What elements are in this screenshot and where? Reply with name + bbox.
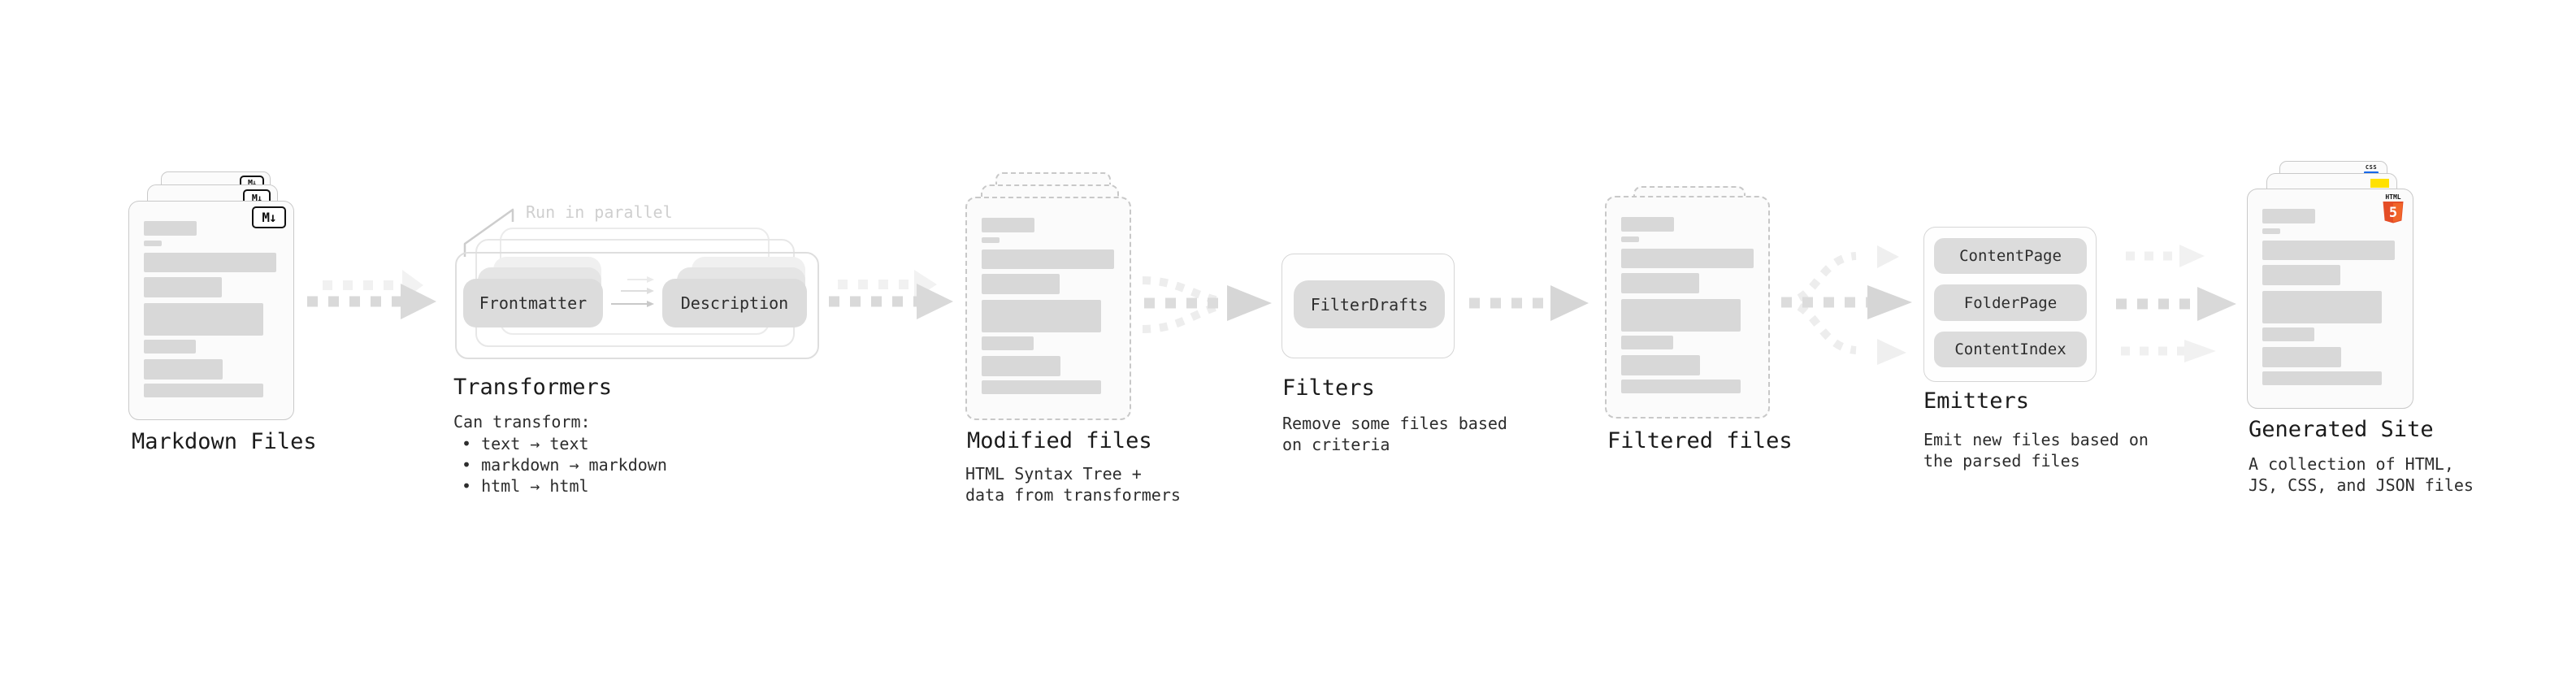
skeleton-text-bar: [144, 340, 196, 354]
skeleton-text-bar: [1621, 336, 1673, 349]
filters-card: FilterDrafts: [1281, 254, 1455, 358]
skeleton-text-bar: [144, 241, 162, 246]
filters-heading: Filters: [1282, 375, 1375, 401]
skeleton-text-bar: [144, 277, 222, 297]
modified-files-description: data from transformers: [965, 485, 1181, 505]
skeleton-text-bar: [2262, 371, 2382, 385]
skeleton-text-bar: [1621, 249, 1754, 268]
filters-description: Remove some files based: [1282, 414, 1507, 433]
skeleton-text-bar: [144, 221, 197, 236]
arrow-modified-to-filters: [1142, 276, 1272, 333]
generated-site-heading: Generated Site: [2249, 417, 2434, 442]
skeleton-text-bar: [982, 218, 1034, 232]
modified-file-card-front: [965, 197, 1131, 420]
skeleton-text-bar: [144, 253, 276, 272]
arrow-emitters-to-generated: [2116, 245, 2236, 362]
skeleton-text-bar: [2262, 265, 2340, 285]
emitters-heading: Emitters: [1923, 388, 2030, 414]
emitters-card: ContentPage FolderPage ContentIndex: [1923, 227, 2097, 382]
skeleton-text-bar: [982, 380, 1101, 394]
skeleton-text-bar: [982, 336, 1034, 350]
skeleton-text-bar: [1621, 299, 1741, 332]
run-in-parallel-annotation: Run in parallel: [526, 202, 673, 222]
skeleton-text-bar: [982, 237, 1000, 243]
emitters-description: Emit new files based on: [1923, 430, 2149, 449]
skeleton-text-bar: [144, 384, 263, 397]
markdown-file-card-front: M↓: [128, 201, 294, 420]
filtered-files-heading: Filtered files: [1607, 428, 1793, 453]
skeleton-text-bar: [982, 274, 1060, 294]
filters-description: on criteria: [1282, 435, 1390, 454]
skeleton-text-bar: [2262, 209, 2315, 223]
skeleton-text-bar: [1621, 273, 1699, 293]
markdown-icon: M↓: [252, 206, 286, 228]
skeleton-text-bar: [144, 359, 223, 380]
transform-bullet: • html → html: [462, 476, 589, 496]
generated-site-description: A collection of HTML,: [2249, 454, 2454, 474]
emitters-description: the parsed files: [1923, 451, 2080, 471]
annotation-callout-line: [463, 208, 514, 257]
transform-step-arrows: [611, 276, 654, 307]
skeleton-text-bar: [1621, 355, 1700, 375]
transform-bullet: • markdown → markdown: [462, 455, 667, 475]
css-file-icon: CSS: [2364, 165, 2379, 174]
js-file-icon: [2370, 179, 2389, 188]
modified-files-heading: Modified files: [967, 428, 1152, 453]
description-pill: Description: [662, 279, 807, 327]
skeleton-text-bar: [2262, 241, 2395, 260]
skeleton-text-bar: [982, 300, 1101, 332]
markdown-files-label: Markdown Files: [132, 429, 317, 454]
filtered-file-card-front: [1605, 196, 1770, 419]
transformers-subheading: Can transform:: [453, 412, 591, 432]
transform-bullet: • text → text: [462, 434, 589, 453]
skeleton-text-bar: [1621, 236, 1639, 242]
html5-logo-icon: HTML 5: [2383, 193, 2404, 223]
skeleton-text-bar: [982, 249, 1114, 269]
arrow-transformers-to-modified: [829, 270, 953, 319]
modified-files-description: HTML Syntax Tree +: [965, 464, 1142, 484]
frontmatter-pill: Frontmatter: [463, 279, 603, 327]
skeleton-text-bar: [2262, 347, 2341, 367]
skeleton-text-bar: [2262, 327, 2314, 341]
content-page-pill: ContentPage: [1934, 238, 2087, 274]
arrow-filters-to-filtered: [1469, 285, 1589, 321]
skeleton-text-bar: [1621, 380, 1741, 393]
skeleton-text-bar: [982, 356, 1060, 376]
generated-file-card-html: HTML 5: [2247, 189, 2413, 409]
skeleton-text-bar: [2262, 228, 2280, 234]
skeleton-text-bar: [144, 303, 263, 336]
svg-text:5: 5: [2389, 205, 2397, 221]
generated-site-description: JS, CSS, and JSON files: [2249, 475, 2474, 495]
transformer-box-front: [455, 252, 819, 359]
transformers-heading: Transformers: [453, 375, 613, 400]
folder-page-pill: FolderPage: [1934, 284, 2087, 321]
svg-text:HTML: HTML: [2385, 193, 2400, 201]
content-index-pill: ContentIndex: [1934, 332, 2087, 367]
skeleton-text-bar: [2262, 291, 2382, 323]
filter-drafts-pill: FilterDrafts: [1294, 280, 1445, 328]
skeleton-text-bar: [1621, 217, 1674, 232]
arrow-filtered-to-emitters: [1781, 245, 1912, 365]
arrow-markdown-to-transformers: [307, 270, 436, 319]
